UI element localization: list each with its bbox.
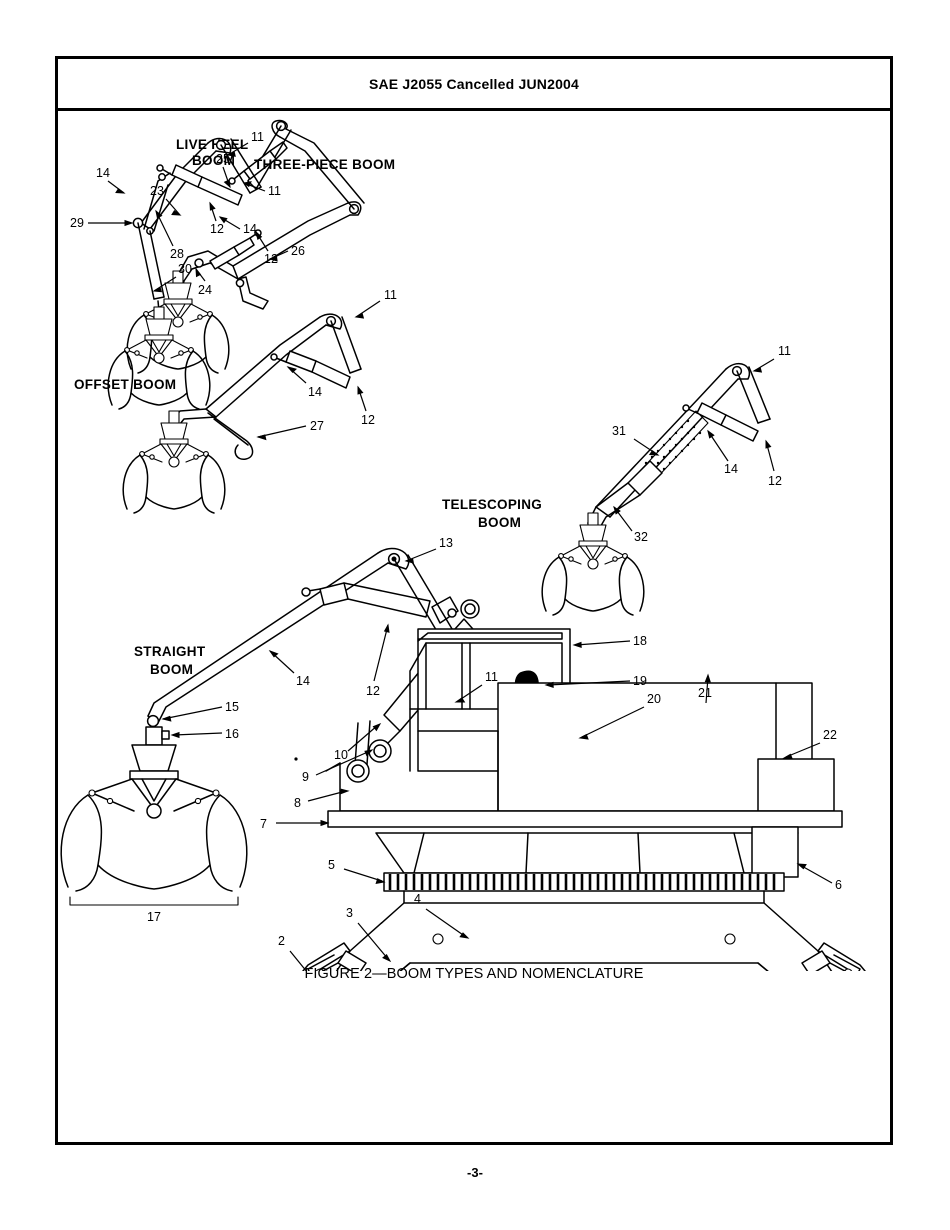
callout-30-three-piece: 30 (178, 262, 192, 276)
straight-boom-label: STRAIGHT BOOM (134, 644, 206, 677)
straight-boom-grapple (60, 714, 248, 906)
callout-14-three-piece: 14 (96, 166, 110, 180)
callout-20-upper-structure: 20 (647, 692, 661, 706)
callout-28-three-piece: 28 (170, 247, 184, 261)
straight-boom-label-line2: BOOM (150, 662, 193, 677)
telescoping-boom-assembly (541, 362, 771, 616)
callout-12-three-piece: 12 (210, 222, 224, 236)
callout-5-slew-ring: 5 (328, 858, 335, 872)
callout-15-straight: 15 (225, 700, 239, 714)
callout-18-cab: 18 (633, 634, 647, 648)
straight-boom-machine-assembly (60, 547, 866, 971)
three-piece-boom-label: THREE-PIECE BOOM (254, 157, 395, 172)
callout-11-straight: 11 (485, 670, 498, 684)
document-header-title: SAE J2055 Cancelled JUN2004 (368, 75, 580, 92)
callout-11-three-piece: 11 (251, 130, 264, 144)
callout-22-counterweight: 22 (823, 728, 837, 742)
machine-callouts: 13 14 12 15 16 17 (147, 536, 842, 971)
figure-area: LIVE HEEL BOOM 11 12 14 23 24 (58, 111, 890, 1142)
callout-11-live-heel: 11 (268, 184, 281, 198)
callout-25-live-heel: 25 (216, 152, 230, 166)
callout-32-telescoping: 32 (634, 530, 648, 544)
callout-29-three-piece: 29 (70, 216, 84, 230)
callout-9-sheave: 9 (302, 770, 309, 784)
page-number: -3- (467, 1165, 483, 1180)
callout-14-straight: 14 (296, 674, 310, 688)
callout-14-telescoping: 14 (724, 462, 738, 476)
callout-10-boom-cylinder: 10 (334, 748, 348, 762)
callout-2-outrigger-arm: 2 (278, 934, 285, 948)
callout-13-straight: 13 (439, 536, 453, 550)
offset-boom-label: OFFSET BOOM (74, 377, 176, 392)
offset-boom-callouts: 11 14 12 27 (256, 288, 397, 441)
offset-boom-assembly (122, 313, 362, 514)
callout-27-offset: 27 (310, 419, 324, 433)
telescoping-boom-callouts: 11 31 14 12 32 (612, 344, 791, 544)
callout-16-straight: 16 (225, 727, 239, 741)
boom-types-figure-drawing: LIVE HEEL BOOM 11 12 14 23 24 (60, 119, 866, 971)
callout-4-carrier-frame: 4 (414, 892, 421, 906)
straight-boom-label-line1: STRAIGHT (134, 644, 206, 659)
callout-12-offset: 12 (361, 413, 375, 427)
callout-12-telescoping: 12 (768, 474, 782, 488)
live-heel-boom-callouts: 11 12 14 23 24 25 26 (150, 152, 305, 297)
telescoping-boom-label: TELESCOPING BOOM (442, 497, 542, 530)
telescoping-boom-label-line2: BOOM (478, 515, 521, 530)
three-piece-boom-label: THREE-PIECE BOOM (254, 157, 395, 172)
three-piece-boom-assembly (107, 137, 262, 410)
figure-caption: FIGURE 2—BOOM TYPES AND NOMENCLATURE (304, 966, 644, 982)
offset-boom-label: OFFSET BOOM (74, 377, 176, 392)
callout-11-offset: 11 (384, 288, 397, 302)
callout-11-telescoping: 11 (778, 344, 791, 358)
document-header-band: SAE J2055 Cancelled JUN2004 (58, 59, 890, 111)
callout-12-straight: 12 (366, 684, 380, 698)
callout-21-engine-housing: 21 (698, 686, 712, 700)
callout-8-boom-foot: 8 (294, 796, 301, 810)
callout-24-live-heel: 24 (198, 283, 212, 297)
callout-31-telescoping: 31 (612, 424, 626, 438)
callout-26-live-heel: 26 (291, 244, 305, 258)
page-border-frame: SAE J2055 Cancelled JUN2004 (55, 56, 893, 1145)
callout-3-outrigger-cylinder: 3 (346, 906, 353, 920)
three-piece-boom-callouts: 11 14 12 29 28 30 (70, 130, 264, 293)
callout-14-live-heel: 14 (243, 222, 257, 236)
callout-7-deck: 7 (260, 817, 267, 831)
telescoping-boom-label-line1: TELESCOPING (442, 497, 542, 512)
callout-17-straight: 17 (147, 910, 161, 924)
callout-14-offset: 14 (308, 385, 322, 399)
callout-6-swing-drive: 6 (835, 878, 842, 892)
live-heel-boom-assembly (126, 119, 365, 374)
callout-19-operator-seat: 19 (633, 674, 647, 688)
